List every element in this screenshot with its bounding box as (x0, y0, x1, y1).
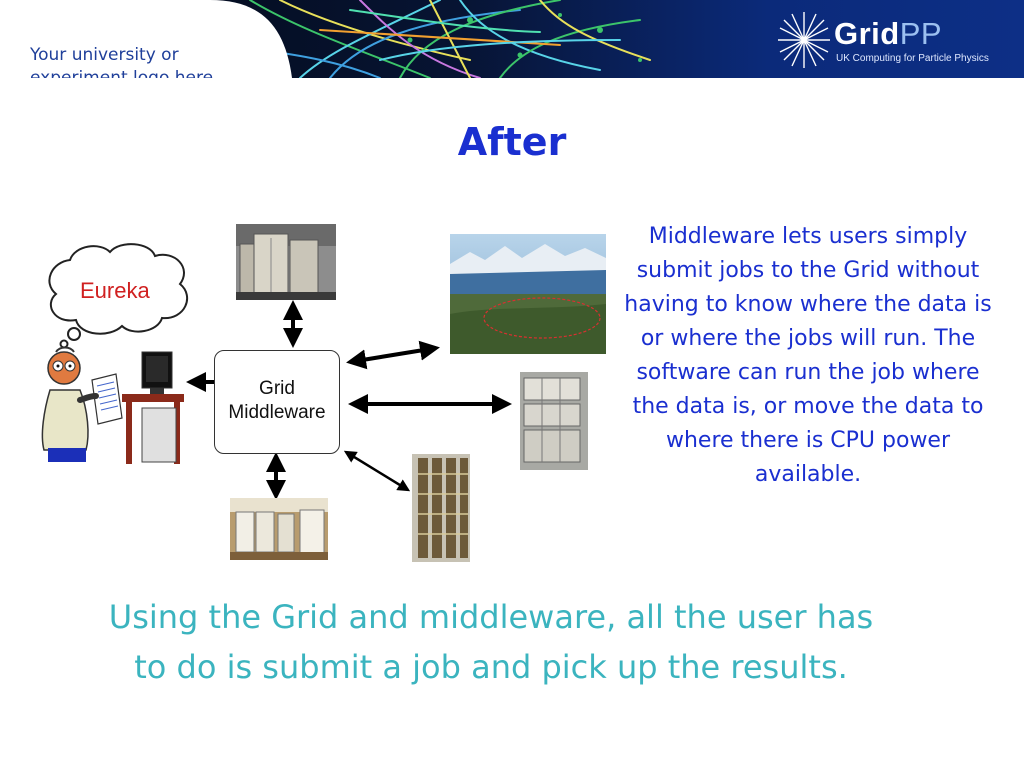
thought-bubble (48, 243, 189, 349)
slide-title: After (457, 120, 567, 164)
header-banner: Your university or experiment logo here … (0, 0, 1024, 78)
landscape-icon (450, 234, 606, 354)
particle-tracks-graphic (0, 0, 1024, 78)
middleware-line2: Middleware (228, 402, 326, 423)
thought-bubble-text: Eureka (80, 278, 150, 303)
grid-middleware-box: Grid Middleware (214, 350, 340, 454)
server-room-icon (236, 224, 336, 300)
middleware-description: Middleware lets users simply submit jobs… (624, 224, 992, 487)
university-logo-placeholder: Your university or experiment logo here (30, 45, 214, 78)
summary-text: Using the Grid and middleware, all the u… (108, 598, 874, 686)
gridpp-tagline: UK Computing for Particle Physics (836, 53, 989, 64)
middleware-line1: Grid (259, 378, 295, 399)
gridpp-wordmark-pp: PP (899, 16, 943, 51)
tape-library-icon (412, 454, 470, 562)
storage-racks-icon (520, 372, 588, 470)
gridpp-logo: GridPP UK Computing for Particle Physics (776, 10, 1016, 70)
scientist-icon (41, 346, 184, 464)
gridpp-wordmark: GridPP (834, 16, 942, 52)
machine-room-icon (230, 498, 328, 560)
gridpp-wordmark-grid: Grid (834, 16, 900, 51)
grid-star-icon (778, 12, 830, 68)
